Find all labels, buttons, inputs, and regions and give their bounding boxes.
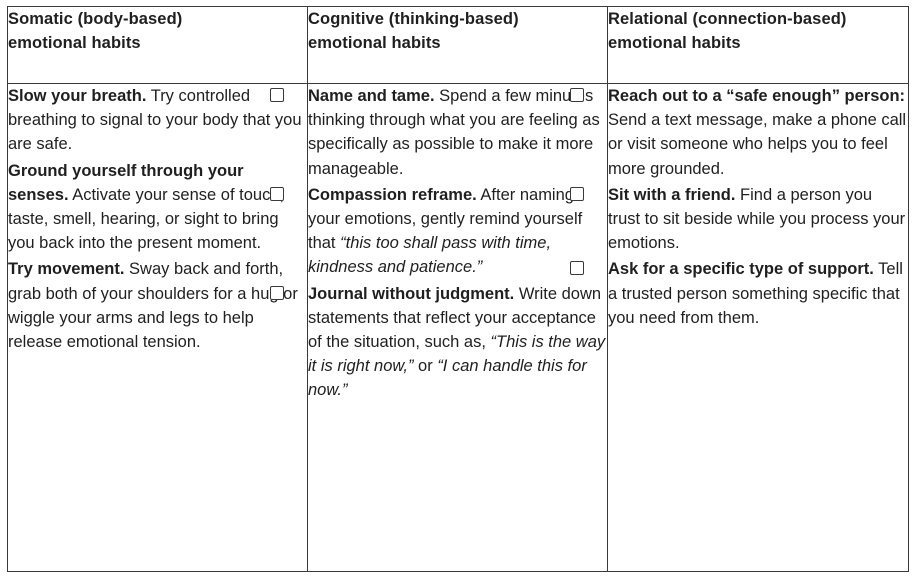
header-relational: Relational (connection-based) emotional …: [607, 6, 909, 84]
checkbox[interactable]: [570, 186, 584, 201]
header-relational-line1: Relational (connection-based): [608, 10, 847, 28]
header-relational-line2: emotional habits: [608, 34, 741, 52]
item-quote: “This is the way it is right now,”: [308, 333, 606, 376]
item-title: Slow your breath.: [8, 87, 147, 105]
emotional-habits-table: Somatic (body-based) emotional habits Co…: [7, 6, 909, 572]
checklist-item: Compassion reframe. After naming your em…: [270, 183, 607, 280]
checklist-item: Try movement. Sway back and forth, grab …: [8, 257, 307, 354]
checklist-item: Reach out to a “safe enough” person: Sen…: [570, 84, 908, 181]
item-description: Activate your sense of touch, taste, sme…: [8, 185, 285, 253]
header-somatic: Somatic (body-based) emotional habits: [7, 6, 308, 84]
item-title: Ground yourself through your senses.: [8, 161, 244, 204]
item-title: Journal without judgment.: [308, 284, 515, 303]
item-description: Sway back and forth, grab both of your s…: [8, 260, 298, 352]
item-quote: “this too shall pass with time, kindness…: [308, 234, 552, 277]
item-description: After naming your emotions, gently remin…: [308, 185, 583, 253]
cognitive-column: Name and tame. Spend a few minutes think…: [270, 83, 608, 572]
header-cognitive: Cognitive (thinking-based) emotional hab…: [307, 6, 608, 84]
checkbox[interactable]: [570, 261, 584, 276]
item-title: Ask for a specific type of support.: [608, 260, 874, 279]
checklist-item: Slow your breath. Try controlled breathi…: [8, 84, 307, 157]
item-description: Find a person you trust to sit beside wh…: [608, 185, 906, 253]
item-title: Compassion reframe.: [308, 185, 477, 204]
header-cognitive-line2: emotional habits: [308, 34, 441, 52]
item-description: Send a text message, make a phone call o…: [608, 111, 907, 178]
item-title: Try movement.: [8, 260, 125, 279]
item-description: Write down statements that reflect your …: [308, 284, 602, 352]
relational-column: Reach out to a “safe enough” person: Sen…: [570, 83, 909, 572]
checklist-item: Journal without judgment. Write down sta…: [270, 282, 607, 403]
checkbox[interactable]: [270, 88, 284, 102]
item-title: Name and tame.: [308, 87, 435, 105]
checklist-item: Name and tame. Spend a few minutes think…: [270, 84, 607, 181]
checkbox[interactable]: [270, 186, 284, 201]
relational-checklist: Reach out to a “safe enough” person: Sen…: [570, 84, 908, 330]
item-title: Reach out to a “safe enough” person:: [608, 87, 906, 105]
item-title: Sit with a friend.: [608, 185, 736, 204]
checklist-item: Sit with a friend. Find a person you tru…: [570, 183, 908, 256]
checklist-item: Ask for a specific type of support. Tell…: [570, 257, 908, 330]
header-somatic-line2: emotional habits: [8, 34, 141, 52]
item-description: Try controlled breathing to signal to yo…: [8, 87, 302, 154]
content-row: Slow your breath. Try controlled breathi…: [7, 83, 909, 572]
item-description: Spend a few minutes thinking through wha…: [308, 87, 600, 178]
item-description: or: [413, 357, 438, 376]
cognitive-checklist: Name and tame. Spend a few minutes think…: [270, 84, 607, 403]
item-quote: “I can handle this for now.”: [308, 357, 587, 400]
somatic-column: Slow your breath. Try controlled breathi…: [7, 83, 308, 572]
checkbox[interactable]: [270, 285, 284, 300]
somatic-checklist: Slow your breath. Try controlled breathi…: [8, 84, 307, 354]
checklist-item: Ground yourself through your senses. Act…: [8, 159, 307, 256]
checkbox[interactable]: [570, 88, 584, 102]
header-row: Somatic (body-based) emotional habits Co…: [7, 6, 909, 84]
header-somatic-line1: Somatic (body-based): [8, 10, 183, 28]
item-description: Tell a trusted person something specific…: [608, 260, 903, 327]
header-cognitive-line1: Cognitive (thinking-based): [308, 10, 519, 28]
